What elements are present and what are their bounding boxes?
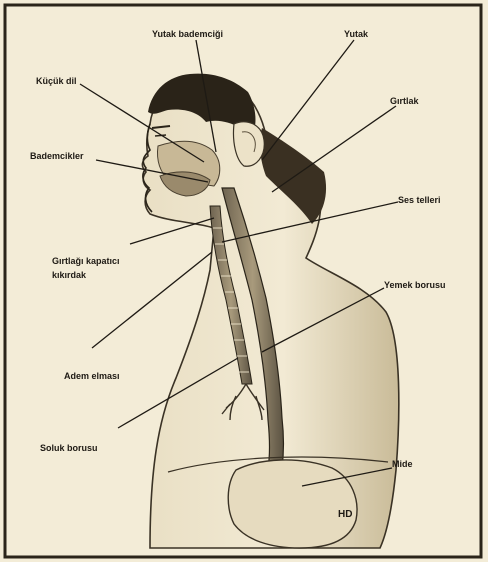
label-kikirdak: kıkırdak (52, 270, 86, 281)
label-ses-telleri: Ses telleri (398, 195, 441, 206)
label-soluk-borusu: Soluk borusu (40, 443, 98, 454)
label-mide: Mide (392, 459, 413, 470)
label-girtlagi-kapatici: Gırtlağı kapatıcı (52, 256, 120, 267)
label-girtlak: Gırtlak (390, 96, 419, 107)
label-yutak-bademcigi: Yutak bademciği (152, 29, 223, 40)
label-adem-elmasi: Adem elması (64, 371, 120, 382)
label-bademcikler: Bademcikler (30, 151, 84, 162)
label-yemek-borusu: Yemek borusu (384, 280, 446, 291)
stomach (228, 460, 357, 548)
label-kucuk-dil: Küçük dil (36, 76, 77, 87)
label-yutak: Yutak (344, 29, 368, 40)
artist-signature: HD (338, 509, 352, 520)
